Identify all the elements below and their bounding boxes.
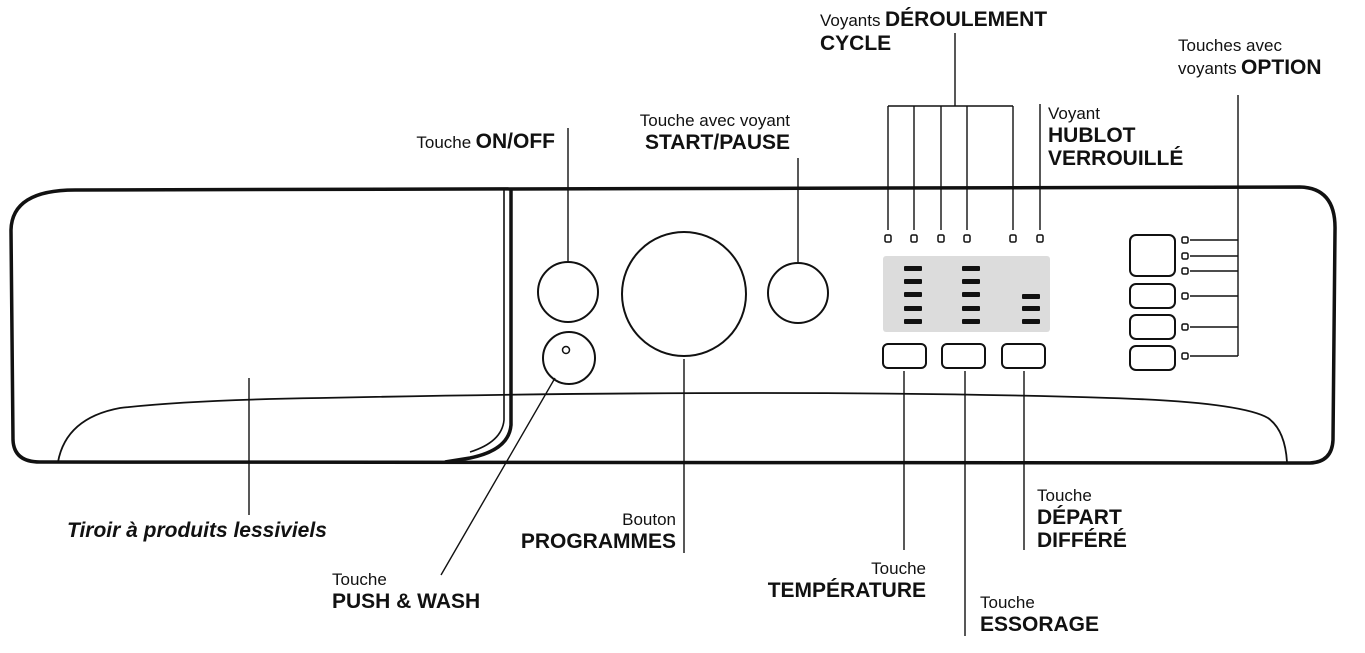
temperature-button[interactable] (882, 343, 927, 369)
option-led-icon (1181, 236, 1189, 244)
label-bold: OPTION (1241, 55, 1322, 79)
label-start-pause: Touche avec voyant START/PAUSE (585, 111, 790, 154)
label-bold: HUBLOT (1048, 123, 1136, 147)
label-tiroir: Tiroir à produits lessiviels (67, 519, 327, 543)
cycle-led-icon (910, 234, 918, 243)
display-segment (962, 319, 980, 324)
bottom-lip-curve (57, 392, 1288, 463)
display-segment (904, 306, 922, 311)
on-off-button[interactable] (537, 261, 599, 323)
label-bold: PROGRAMMES (520, 529, 676, 553)
display-segment (1022, 319, 1040, 324)
display-segment (962, 266, 980, 271)
display-segment (1022, 306, 1040, 311)
panel-outline (9, 185, 1337, 465)
label-prefix: Touche (871, 559, 926, 578)
display-segment (904, 292, 922, 297)
option-button[interactable] (1129, 345, 1176, 371)
delay-start-button[interactable] (1001, 343, 1046, 369)
display-segment (962, 292, 980, 297)
display-segment (904, 266, 922, 271)
display-segment (962, 279, 980, 284)
label-on-off: Touche ON/OFF (350, 130, 555, 154)
label-depart-differe: Touche DÉPART DIFFÉRÉ (1037, 486, 1127, 553)
label-bold: TEMPÉRATURE (767, 578, 926, 602)
leader-line (440, 377, 556, 576)
label-prefix: Touche (416, 133, 472, 152)
label-bold: VERROUILLÉ (1048, 147, 1184, 171)
start-pause-button[interactable] (767, 262, 829, 324)
label-prefix: Touches avec (1178, 36, 1282, 55)
cycle-led-icon (884, 234, 892, 243)
label-programmes: Bouton PROGRAMMES (465, 510, 676, 553)
cycle-led-icon (1009, 234, 1017, 243)
spin-button[interactable] (941, 343, 986, 369)
push-wash-button[interactable] (542, 331, 596, 385)
label-bold: PUSH & WASH (332, 589, 481, 613)
option-led-icon (1181, 267, 1189, 275)
drawer-divider-inner (469, 190, 505, 453)
push-wash-led-icon (561, 345, 571, 355)
label-prefix: voyants (1178, 58, 1237, 78)
label-bold: Tiroir à produits lessiviels (67, 519, 327, 542)
label-bold: ESSORAGE (980, 612, 1100, 636)
label-hublot-verrouille: Voyant HUBLOT VERROUILLÉ (1048, 104, 1183, 171)
label-bold: START/PAUSE (644, 130, 790, 154)
label-prefix: Touche avec voyant (639, 111, 790, 130)
label-prefix: Voyant (1048, 104, 1100, 123)
label-prefix: Voyants (820, 11, 881, 30)
label-deroulement-cycle: Voyants DÉROULEMENT CYCLE (820, 8, 1047, 55)
display-segment (904, 279, 922, 284)
label-essorage: Touche ESSORAGE (980, 593, 1099, 636)
option-button-large[interactable] (1129, 234, 1176, 277)
label-bold: DIFFÉRÉ (1037, 529, 1127, 553)
label-option: Touches avec voyants OPTION (1178, 36, 1322, 79)
cycle-led-icon (937, 234, 945, 243)
drawer-divider (444, 190, 513, 464)
label-bold: ON/OFF (475, 130, 555, 153)
programme-knob[interactable] (621, 231, 747, 357)
option-button[interactable] (1129, 314, 1176, 340)
option-led-icon (1181, 292, 1189, 300)
display-segment (904, 319, 922, 324)
door-lock-led-icon (1036, 234, 1044, 243)
label-prefix: Touche (1037, 486, 1092, 505)
display-segment (1022, 294, 1040, 299)
label-push-wash: Touche PUSH & WASH (332, 570, 480, 613)
label-temperature: Touche TEMPÉRATURE (700, 559, 926, 602)
label-prefix: Touche (980, 593, 1035, 612)
cycle-led-icon (963, 234, 971, 243)
option-button[interactable] (1129, 283, 1176, 309)
option-led-icon (1181, 323, 1189, 331)
label-prefix: Bouton (622, 510, 676, 529)
label-bold: DÉROULEMENT (884, 8, 1048, 31)
label-bold: CYCLE (820, 31, 892, 55)
label-bold: DÉPART (1037, 505, 1122, 529)
option-led-icon (1181, 352, 1189, 360)
display-segment (962, 306, 980, 311)
label-prefix: Touche (332, 570, 387, 589)
option-led-icon (1181, 252, 1189, 260)
